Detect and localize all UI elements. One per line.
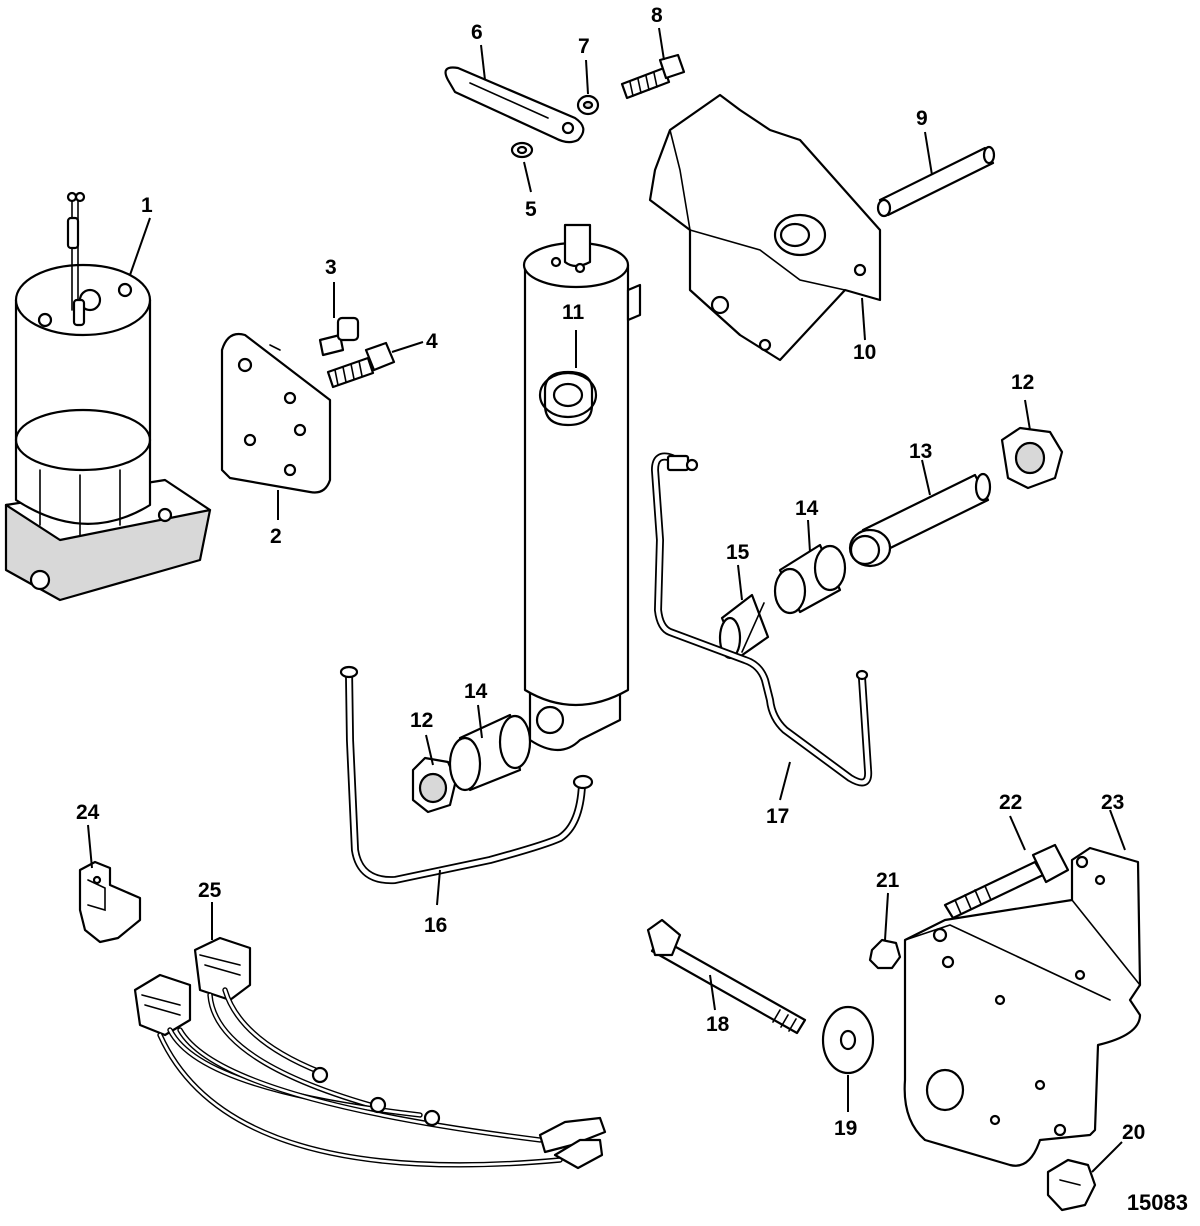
callout-14-left: 14 bbox=[464, 680, 488, 703]
part-4-bolt bbox=[326, 341, 396, 389]
part-7-washer bbox=[576, 94, 600, 116]
part-9-pin bbox=[876, 145, 996, 218]
callout-5: 5 bbox=[525, 198, 537, 221]
callout-17: 17 bbox=[766, 805, 790, 828]
callout-21: 21 bbox=[876, 869, 900, 892]
part-24-relay bbox=[78, 860, 142, 944]
part-23-support-bracket bbox=[903, 846, 1142, 1167]
part-25-wiring-harness bbox=[133, 936, 607, 1170]
callout-8: 8 bbox=[651, 4, 663, 27]
callout-15: 15 bbox=[726, 541, 750, 564]
callout-2: 2 bbox=[270, 525, 282, 548]
callout-9: 9 bbox=[916, 107, 928, 130]
callout-25: 25 bbox=[198, 879, 222, 902]
part-5-washer bbox=[510, 141, 534, 159]
callout-20: 20 bbox=[1122, 1121, 1146, 1144]
callout-3: 3 bbox=[325, 256, 337, 279]
callout-13: 13 bbox=[909, 440, 933, 463]
part-2-mounting-plate bbox=[220, 332, 332, 494]
callout-18: 18 bbox=[706, 1013, 730, 1036]
callout-19: 19 bbox=[834, 1117, 858, 1140]
callout-4: 4 bbox=[426, 330, 438, 353]
part-3-bolt bbox=[318, 316, 360, 357]
callout-22: 22 bbox=[999, 791, 1023, 814]
part-10-bracket bbox=[648, 93, 882, 362]
part-14-bushing-left bbox=[448, 713, 532, 792]
part-1-pump-motor bbox=[4, 191, 212, 602]
callout-1: 1 bbox=[141, 194, 153, 217]
part-11-trim-cylinder bbox=[522, 223, 642, 752]
callout-16: 16 bbox=[424, 914, 448, 937]
part-16-hose-line bbox=[339, 665, 594, 885]
callout-12-left: 12 bbox=[410, 709, 434, 732]
callout-6: 6 bbox=[471, 21, 483, 44]
part-19-washer bbox=[821, 1005, 875, 1075]
callout-10: 10 bbox=[853, 341, 877, 364]
figure-number: 15083 bbox=[1126, 1190, 1188, 1215]
part-22-bolt bbox=[943, 843, 1070, 920]
part-6-link-bar bbox=[444, 66, 585, 144]
callout-14-right: 14 bbox=[795, 497, 819, 520]
callout-12-right: 12 bbox=[1011, 371, 1035, 394]
callout-24: 24 bbox=[76, 801, 100, 824]
callout-11: 11 bbox=[562, 301, 585, 324]
leader-lines bbox=[87, 27, 1126, 1173]
part-17-hose-line bbox=[651, 452, 873, 787]
part-12-nut-right bbox=[1000, 426, 1064, 490]
callout-7: 7 bbox=[578, 35, 590, 58]
part-14-bushing-right bbox=[773, 543, 847, 615]
part-21-nut bbox=[868, 938, 902, 970]
part-13-pin bbox=[848, 472, 992, 568]
part-20-nut bbox=[1046, 1158, 1097, 1212]
part-15-sleeve bbox=[718, 593, 770, 660]
part-12-nut-left bbox=[411, 756, 458, 814]
callout-23: 23 bbox=[1101, 791, 1125, 814]
part-8-bolt bbox=[620, 53, 686, 100]
part-18-long-bolt bbox=[646, 918, 807, 1035]
